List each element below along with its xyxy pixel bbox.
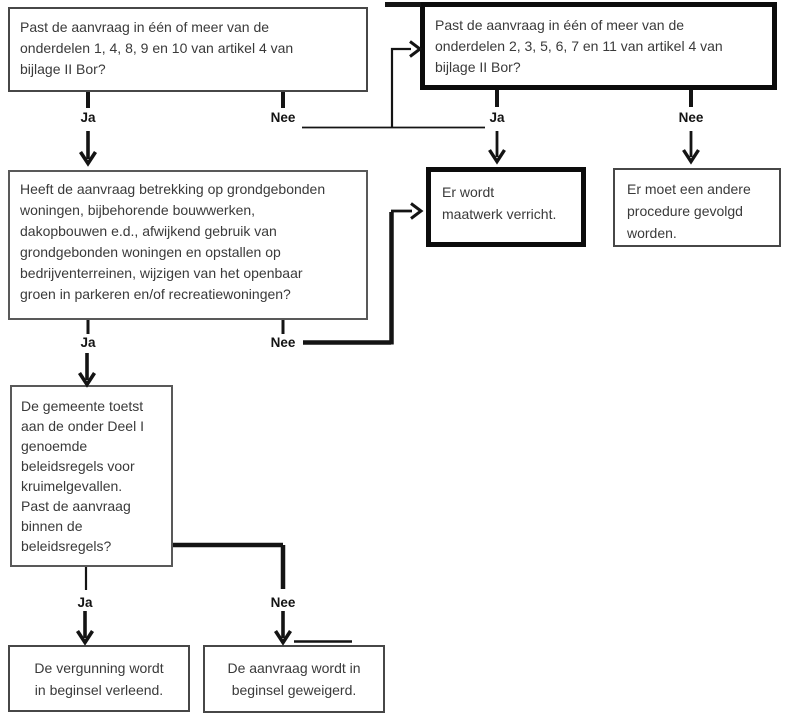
box-text-line: kruimelgevallen.: [21, 478, 123, 494]
box-text-line: groen in parkeren en/of recreatiewoninge…: [20, 286, 291, 302]
box-text-line: aan de onder Deel I: [21, 418, 144, 434]
arrowhead-down-verleend: [75, 630, 95, 646]
box-text-line: onderdelen 2, 3, 5, 6, 7 en 11 van artik…: [435, 38, 723, 54]
arrowhead-down-q4: [77, 372, 97, 388]
box-andere-procedure: Er moet een andere procedure gevolgd wor…: [613, 168, 781, 247]
box-text-line: maatwerk verricht.: [442, 206, 557, 222]
box-text-line: beleidsregels voor: [21, 458, 135, 474]
box-text-line: in beginsel verleend.: [34, 682, 164, 698]
arrowhead-down-maatwerk: [488, 149, 506, 165]
box-text-line: Past de aanvraag in één of meer van de: [435, 17, 685, 33]
arrowhead-right-maatwerk: [410, 202, 424, 220]
box-text-line: bijlage II Bor?: [435, 59, 521, 75]
arrowhead-down-geweigerd: [273, 630, 293, 646]
box-text-line: procedure gevolgd: [627, 203, 743, 219]
box-maatwerk-verricht: Er wordt maatwerk verricht.: [426, 167, 586, 247]
box-q4-gemeente-toetst-beleidsregels: De gemeente toetst aan de onder Deel I g…: [10, 385, 173, 567]
box-text-line: Past de aanvraag in één of meer van de: [20, 19, 270, 35]
label-q2-nee: Nee: [678, 110, 704, 125]
label-q1-nee: Nee: [270, 110, 296, 125]
box-text-line: bedrijventerreinen, wijzigen van het ope…: [20, 265, 303, 281]
box-text-line: grondgebonden woningen en opstallen op: [20, 244, 281, 260]
box-text-line: beleidsregels?: [21, 538, 112, 554]
box-text-line: onderdelen 1, 4, 8, 9 en 10 van artikel …: [20, 40, 294, 56]
label-q1-ja: Ja: [80, 110, 96, 125]
box-q3-grondgebonden-woningen: Heeft de aanvraag betrekking op grondgeb…: [8, 170, 368, 320]
box-text-line: beginsel geweigerd.: [231, 682, 357, 698]
box-text-line: Heeft de aanvraag betrekking op grondgeb…: [20, 181, 326, 197]
box-text-line: De aanvraag wordt in: [227, 660, 361, 676]
connector-q1-nee-riser: [390, 47, 411, 127]
box-text-line: binnen de: [21, 518, 83, 534]
label-q3-nee: Nee: [270, 335, 296, 350]
box-text-line: De vergunning wordt: [34, 660, 164, 676]
arrowhead-down-q3: [78, 151, 98, 167]
box-text-line: genoemde: [21, 438, 88, 454]
arrowhead-right-q2: [409, 40, 423, 58]
label-q2-ja: Ja: [489, 110, 505, 125]
arrowhead-down-andere: [682, 149, 700, 165]
label-q4-ja: Ja: [77, 595, 93, 610]
label-q3-ja: Ja: [80, 335, 96, 350]
box-text-line: Past de aanvraag: [21, 498, 131, 514]
box-text-line: worden.: [627, 225, 677, 241]
box-text-line: dakopbouwen e.d., afwijkend gebruik van: [20, 223, 277, 239]
box-text-line: woningen, bijbehorende bouwwerken,: [20, 202, 256, 218]
box-text-line: De gemeente toetst: [21, 398, 144, 414]
box-aanvraag-geweigerd: De aanvraag wordt in beginsel geweigerd.: [203, 645, 385, 713]
box-text-line: bijlage II Bor?: [20, 61, 106, 77]
box-q2-artikel4-deel2: Past de aanvraag in één of meer van de o…: [420, 2, 777, 90]
box-vergunning-verleend: De vergunning wordt in beginsel verleend…: [8, 645, 190, 712]
label-q4-nee: Nee: [270, 595, 296, 610]
box-text-line: Er wordt: [442, 184, 495, 200]
box-text-line: Er moet een andere: [627, 181, 751, 197]
box-q1-artikel4-deel1: Past de aanvraag in één of meer van de o…: [8, 7, 368, 92]
